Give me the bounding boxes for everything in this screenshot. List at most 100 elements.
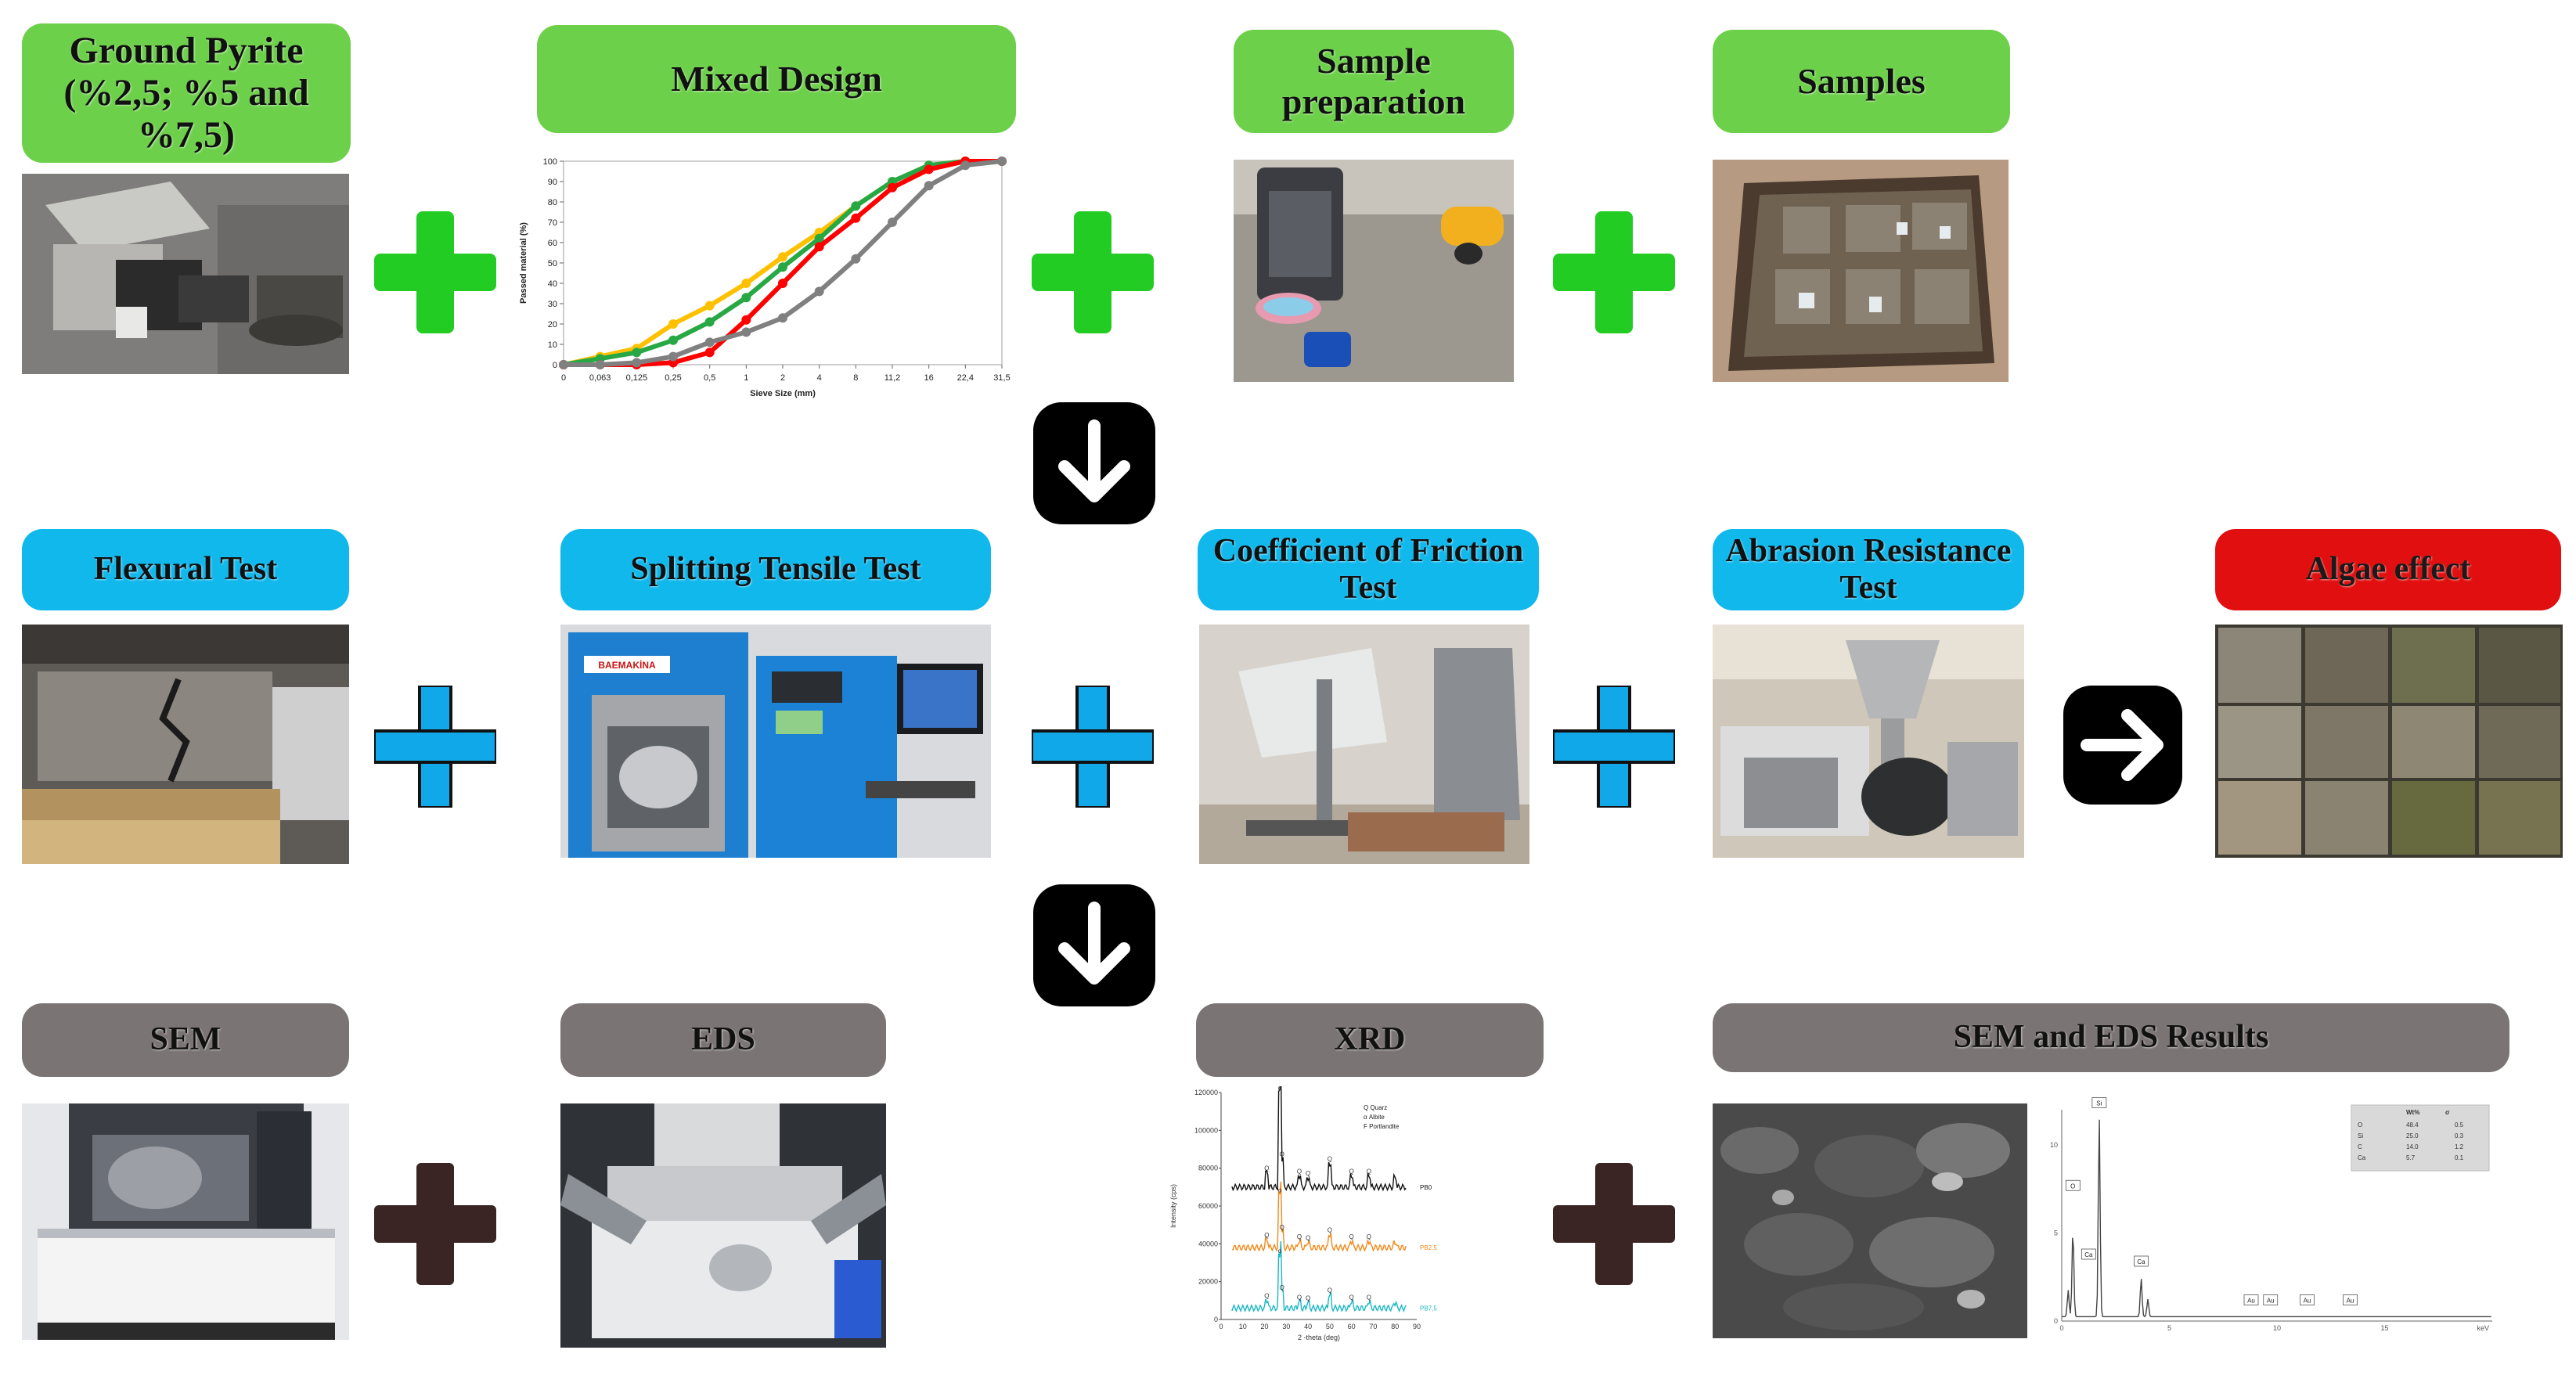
x-tick-label: 5 — [2167, 1324, 2171, 1332]
x-tick-label: 80 — [1391, 1323, 1399, 1330]
sem-text: SEM — [150, 1021, 222, 1058]
peak-label: Q — [1367, 1168, 1371, 1175]
series-point — [632, 347, 642, 358]
x-tick-label: 90 — [1413, 1323, 1421, 1330]
friction-test-label: Coefficient of Friction Test — [1198, 529, 1539, 610]
y-tick-label: 100000 — [1194, 1126, 1218, 1134]
y-tick-label: 80 — [548, 198, 557, 207]
peak-label: Q — [1264, 1165, 1269, 1172]
series-label: PB2,5 — [1420, 1244, 1437, 1251]
x-tick-label: 0,063 — [589, 373, 611, 383]
sem-eds-results-text: SEM and EDS Results — [1953, 1019, 2269, 1056]
x-tick-label: 70 — [1369, 1323, 1377, 1330]
peak-label: Au — [2247, 1298, 2255, 1305]
series-point — [924, 164, 934, 175]
series-point — [814, 233, 824, 243]
plus-icon — [374, 1163, 496, 1285]
peak-label: Q — [1306, 1295, 1310, 1302]
peak-label: Q — [1264, 1232, 1269, 1239]
xrd-trace — [1231, 1086, 1407, 1192]
peak-label: Ca — [2137, 1258, 2145, 1265]
arrow-right-icon — [2081, 709, 2163, 781]
y-tick-label: 5 — [2054, 1229, 2058, 1237]
x-tick-label: 30 — [1282, 1323, 1290, 1330]
peak-label: α — [1278, 1187, 1282, 1194]
splitting-tensile-machine-photo: BAEMAKİNA — [560, 625, 991, 858]
flexural-test-text: Flexural Test — [93, 551, 278, 588]
sem-label: SEM — [22, 1003, 349, 1077]
legend-entry: F Portlandite — [1364, 1123, 1400, 1130]
sample-preparation-label: Sample preparation — [1234, 30, 1514, 133]
y-axis-label: Intensity (cps) — [1169, 1184, 1177, 1228]
flexural-test-photo — [22, 625, 349, 864]
peak-label: Q — [1367, 1294, 1371, 1301]
series-point — [704, 337, 715, 347]
flexural-test-label: Flexural Test — [22, 529, 349, 610]
y-tick-label: 120000 — [1194, 1089, 1218, 1096]
x-tick-label: 2 — [780, 373, 785, 383]
peak-label: Au — [2347, 1298, 2354, 1305]
series-label: PB7,5 — [1420, 1305, 1437, 1312]
pavement-samples-photo — [1713, 160, 2009, 382]
friction-test-text: Coefficient of Friction Test — [1212, 532, 1524, 606]
x-axis-label: keV — [2477, 1324, 2489, 1332]
peak-label: Q — [1264, 1292, 1269, 1299]
eds-table-cell: 14.0 — [2406, 1143, 2419, 1150]
peak-label: Q — [1280, 1284, 1284, 1291]
x-axis-label: 2 -theta (deg) — [1298, 1334, 1340, 1341]
peak-label: α — [1278, 1086, 1282, 1092]
y-tick-label: 60000 — [1198, 1202, 1218, 1210]
machine-brand-text: BAEMAKİNA — [598, 659, 656, 671]
x-tick-label: 8 — [853, 373, 858, 383]
peak-label: Q — [1328, 1226, 1332, 1233]
sem-instrument-photo — [22, 1103, 349, 1340]
ground-pyrite-text: Ground Pyrite (%2,5; %5 and %7,5) — [63, 30, 309, 156]
eds-label: EDS — [560, 1003, 886, 1077]
peak-label: α — [1278, 1247, 1282, 1255]
eds-table-cell: 5.7 — [2406, 1154, 2416, 1161]
arrow-down-box — [1033, 402, 1155, 524]
peak-label: Q — [1280, 1151, 1284, 1158]
y-tick-label: 40000 — [1198, 1240, 1218, 1247]
peak-label: Q — [1297, 1233, 1302, 1240]
xrd-text: XRD — [1334, 1021, 1406, 1058]
ground-pyrite-label: Ground Pyrite (%2,5; %5 and %7,5) — [22, 23, 351, 163]
series-point — [888, 182, 897, 193]
y-tick-label: 60 — [548, 239, 557, 248]
series-label: PB0 — [1420, 1184, 1432, 1191]
peak-label: Q — [1280, 1224, 1284, 1231]
plus-icon — [1553, 1163, 1675, 1285]
algae-effect-label: Algae effect — [2215, 529, 2561, 610]
x-tick-label: 0,25 — [665, 373, 681, 383]
eds-table-cell: 0.1 — [2455, 1154, 2464, 1161]
series-point — [741, 327, 751, 337]
series-point — [997, 157, 1007, 166]
series-point — [559, 360, 568, 369]
eds-table-cell: Si — [2358, 1132, 2363, 1139]
series-point — [888, 218, 897, 227]
series-point — [924, 181, 934, 191]
x-tick-label: 1 — [744, 373, 748, 383]
eds-trace — [2062, 1119, 2491, 1318]
series-point — [704, 347, 715, 358]
series-point — [778, 252, 787, 262]
peak-label-box — [2081, 1248, 2096, 1260]
eds-table-cell: 25.0 — [2406, 1132, 2419, 1139]
series-point — [814, 286, 824, 297]
series-point — [778, 313, 787, 323]
y-tick-label: 0 — [1214, 1316, 1218, 1323]
peak-label: O — [2070, 1183, 2075, 1190]
peak-label: Si — [2096, 1100, 2102, 1107]
splitting-tensile-test-label: Splitting Tensile Test — [560, 529, 991, 610]
series-point — [960, 160, 971, 171]
series-point — [632, 358, 642, 368]
x-tick-label: 0,5 — [704, 373, 715, 383]
y-tick-label: 0 — [2054, 1317, 2058, 1325]
samples-label: Samples — [1713, 30, 2010, 133]
plus-icon — [1032, 211, 1154, 333]
peak-label: Q — [1367, 1233, 1371, 1240]
peak-label: Q — [1328, 1287, 1332, 1294]
arrow-down-icon — [1058, 902, 1130, 985]
series-point — [778, 262, 787, 272]
